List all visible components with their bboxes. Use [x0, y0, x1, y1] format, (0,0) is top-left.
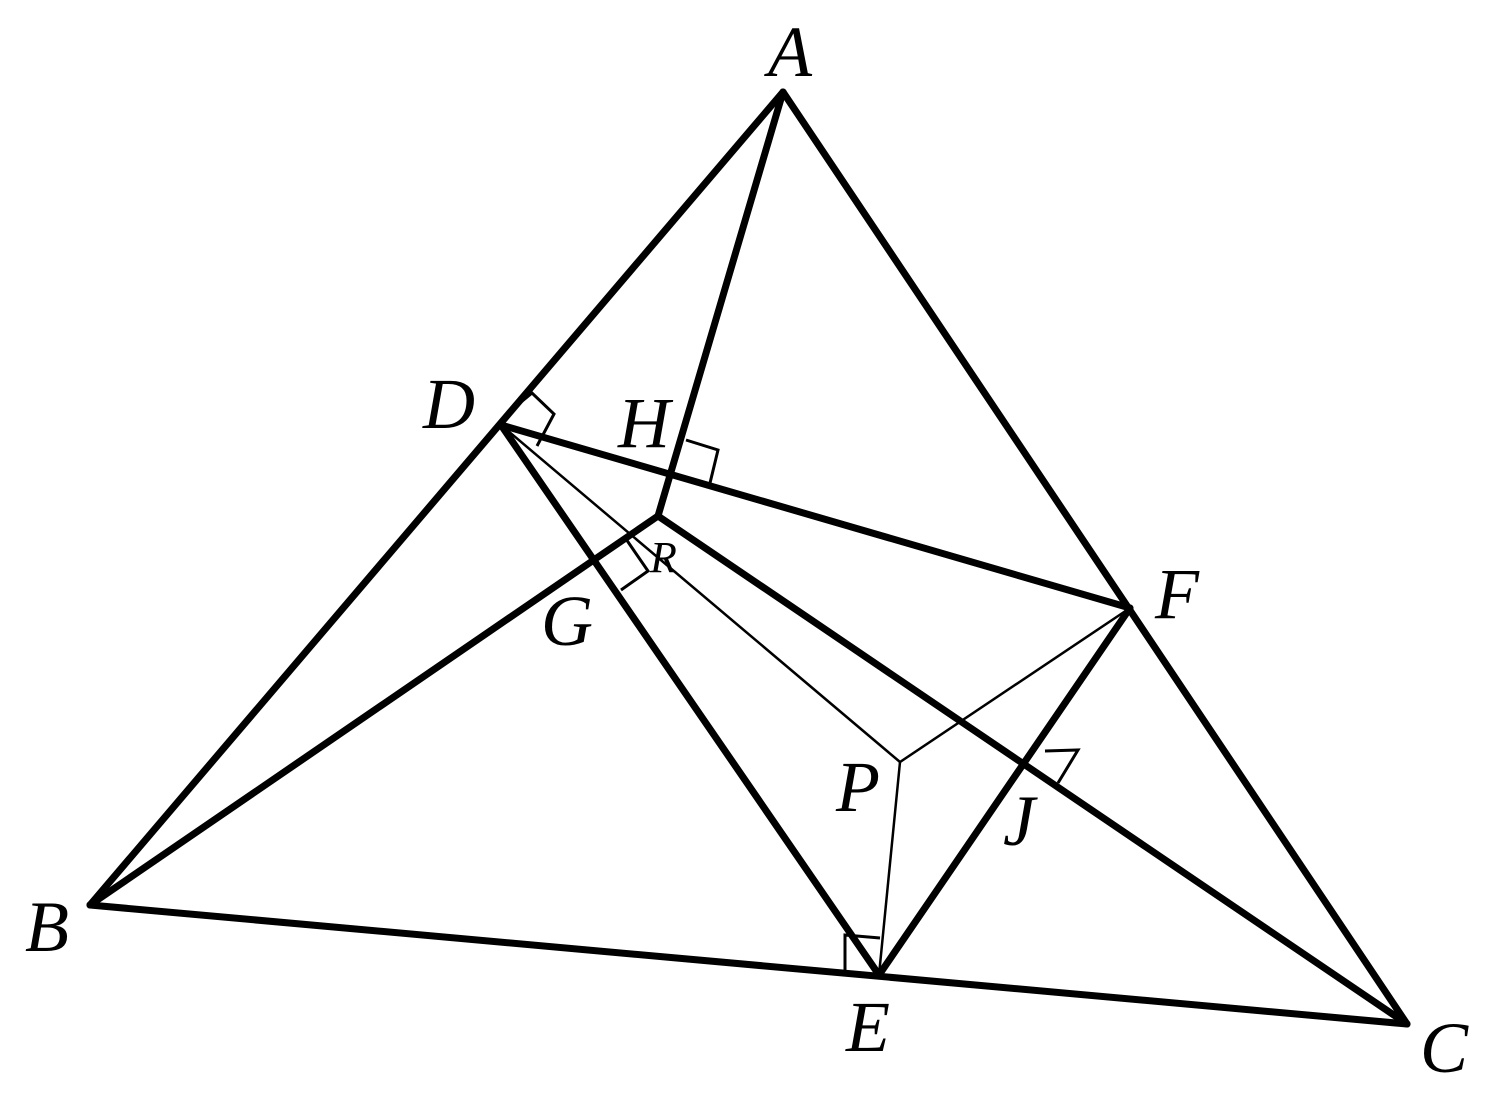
label-J: J	[1003, 781, 1038, 861]
right-angle-mark-H	[685, 438, 720, 484]
label-H: H	[617, 383, 674, 463]
label-D: D	[422, 364, 475, 444]
right-angle-mark-E	[843, 933, 881, 971]
segment-DF	[497, 421, 1134, 612]
right-angle-mark-G	[620, 538, 651, 592]
label-A: A	[764, 12, 813, 92]
segment-AR	[654, 88, 787, 520]
label-E: E	[845, 987, 890, 1067]
segment-AB	[86, 88, 787, 909]
segment-CR	[654, 512, 1411, 1028]
label-P: P	[835, 747, 880, 827]
segment-BR	[86, 512, 662, 909]
segment-DE	[497, 421, 883, 979]
right-angle-mark-D	[514, 390, 556, 447]
segment-PE	[877, 760, 902, 977]
segment-AC	[779, 88, 1411, 1028]
segment-BC	[86, 901, 1411, 1028]
label-R: R	[649, 533, 677, 582]
segment-EF	[875, 604, 1134, 979]
label-F: F	[1154, 554, 1200, 634]
label-B: B	[25, 887, 69, 967]
segment-PF	[898, 606, 1132, 764]
label-C: C	[1420, 1008, 1469, 1088]
right-angle-mark-J	[1044, 748, 1081, 784]
label-G: G	[541, 581, 593, 661]
segment-DP	[499, 423, 902, 764]
